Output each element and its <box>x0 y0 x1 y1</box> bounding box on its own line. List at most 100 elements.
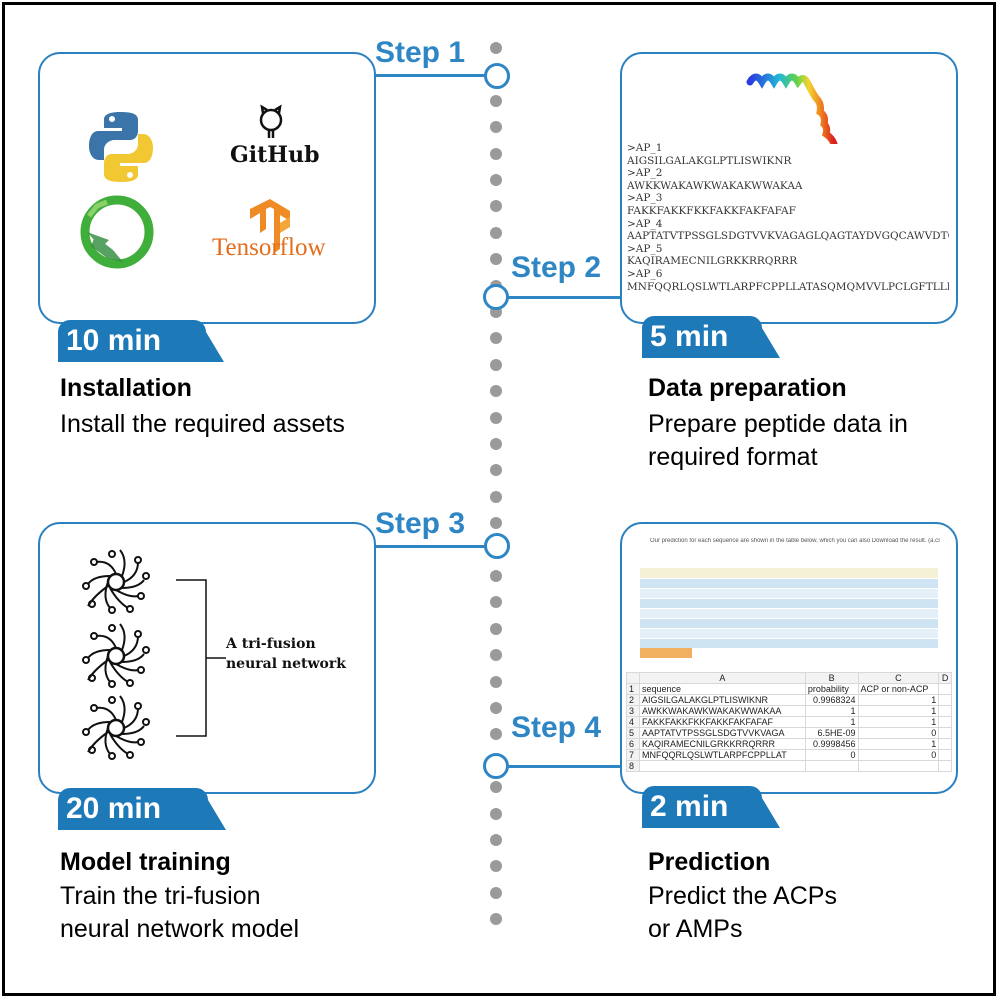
timeline-dot <box>490 649 502 662</box>
neuron-icon <box>81 622 151 689</box>
fasta-line: >AP_4 <box>627 217 663 230</box>
fasta-line: AAPTATVTPSSGLSDGTVVKVAGAGLQAGTAYDVGQCAWV… <box>627 230 949 243</box>
sheet-column-letter <box>626 672 640 684</box>
fasta-line: FAKKFAKKFKKFAKKFAKFAFAF <box>627 204 796 217</box>
table-cell <box>938 705 952 717</box>
web-result-header: Our prediction for each sequence are sho… <box>650 538 940 544</box>
table-row: 8 <box>626 760 952 772</box>
step4-time-badge: 2 min <box>642 786 780 828</box>
table-cell: 3 <box>626 705 640 717</box>
table-cell <box>804 760 859 772</box>
step2-node <box>483 284 509 310</box>
fasta-line: MNFQQRLQSLWTLARPFCPPLLATASQMQMVVLPCLGFTL… <box>627 280 949 293</box>
table-cell <box>938 760 952 772</box>
network-label-line2: neural network <box>226 656 346 672</box>
table-cell: 1 <box>857 716 940 728</box>
timeline-dot <box>490 517 502 530</box>
step4-connector <box>508 765 620 768</box>
fasta-line: >AP_1 <box>627 142 663 154</box>
table-cell: 6.5HE-09 <box>804 727 859 739</box>
table-cell: FAKKFAKKFKKFAKKFAKFAFAF <box>639 716 806 728</box>
table-cell: ACP or non-ACP <box>857 683 940 695</box>
table-cell: 1 <box>626 683 640 695</box>
timeline-dot <box>490 385 502 398</box>
step2-label: Step 2 <box>511 251 602 284</box>
table-cell <box>938 683 952 695</box>
step4-node <box>483 753 509 779</box>
step2-time-badge: 5 min <box>642 316 780 358</box>
step4-label: Step 4 <box>511 711 602 744</box>
timeline-dot <box>490 121 502 134</box>
sheet-column-letter: A <box>639 672 806 684</box>
step3-desc-line1: Train the tri-fusion <box>60 882 261 910</box>
step1-title: Installation <box>60 374 192 402</box>
network-diagram <box>81 548 226 761</box>
python-icon <box>89 112 153 182</box>
peptide-structure-image <box>746 73 838 144</box>
fasta-line: >AP_2 <box>627 167 663 180</box>
web-result-table <box>640 568 938 649</box>
data-preparation-card <box>620 52 958 324</box>
github-logo-text: GitHub <box>230 142 320 168</box>
timeline-dot <box>490 834 502 846</box>
step3-time-badge: 20 min <box>58 788 226 830</box>
table-cell: 5 <box>626 727 640 739</box>
step1-connector <box>374 74 486 77</box>
timeline-dot <box>490 438 502 450</box>
sheet-column-letter: C <box>857 672 940 684</box>
tensorflow-icon <box>250 199 290 253</box>
table-cell <box>938 716 952 728</box>
timeline-dot <box>490 807 502 820</box>
sheet-column-letter: B <box>804 672 859 684</box>
table-cell: 0.9998456 <box>804 738 859 750</box>
table-cell <box>938 727 952 739</box>
timeline-dot <box>490 781 502 794</box>
timeline-dot <box>490 913 502 926</box>
step3-connector <box>374 545 486 548</box>
table-cell: AAPTATVTPSSGLSDGTVVKVAGA <box>639 727 806 739</box>
neuron-icon <box>81 694 151 761</box>
table-cell <box>938 738 952 750</box>
table-cell: KAQIRAMECNILGRKKRRQRRR <box>639 738 806 750</box>
timeline-dot <box>490 358 502 371</box>
timeline-dot <box>490 464 502 477</box>
table-cell: 6 <box>626 738 640 750</box>
step1-label: Step 1 <box>375 36 466 69</box>
timeline-dot <box>490 200 502 213</box>
step2-connector <box>508 296 620 299</box>
step2-title: Data preparation <box>648 374 847 402</box>
table-cell <box>639 760 806 772</box>
table-cell: probability <box>804 683 859 695</box>
timeline-dot <box>490 702 502 714</box>
fasta-line: >AP_6 <box>627 267 663 280</box>
timeline-dot <box>490 860 502 873</box>
timeline-dot <box>490 332 502 345</box>
table-cell: 1 <box>857 705 940 717</box>
step4-desc-line1: Predict the ACPs <box>648 882 837 910</box>
timeline-dot <box>490 147 502 160</box>
fasta-line: AWKKWAKAWKWAKAKWWAKAA <box>627 179 803 192</box>
timeline-dot <box>490 226 502 239</box>
table-cell: 0.9968324 <box>804 694 859 706</box>
timeline-dot <box>490 174 502 186</box>
step4-desc-line2: or AMPs <box>648 915 743 943</box>
table-cell: 0 <box>857 727 940 739</box>
table-cell: 8 <box>626 760 640 772</box>
table-cell <box>857 760 940 772</box>
download-button[interactable] <box>640 648 692 658</box>
step3-title: Model training <box>60 848 231 876</box>
timeline-dot <box>490 94 502 107</box>
timeline-dot <box>490 570 502 582</box>
table-cell: 1 <box>857 738 940 750</box>
github-icon <box>259 104 283 138</box>
step3-desc-line2: neural network model <box>60 915 300 943</box>
sheet-column-letter: D <box>938 672 952 684</box>
fasta-line: >AP_5 <box>627 242 663 255</box>
